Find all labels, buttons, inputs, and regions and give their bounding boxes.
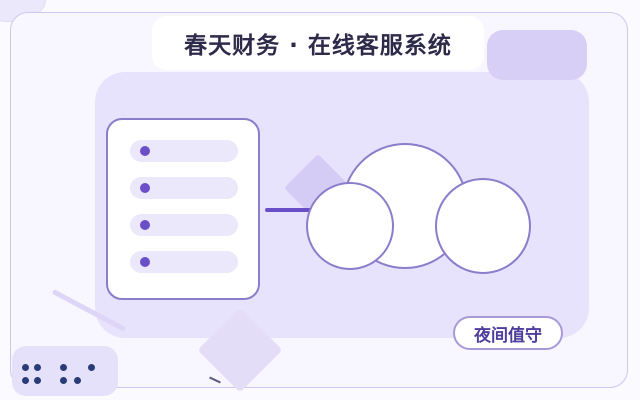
dot (34, 377, 41, 384)
dot (60, 364, 67, 371)
bullet-icon (140, 220, 150, 230)
list-card-icon (106, 118, 260, 300)
dot (74, 377, 81, 384)
connector-line (265, 208, 331, 212)
list-item (130, 214, 238, 236)
list-item (130, 140, 238, 162)
dots-decoration (12, 346, 118, 396)
night-duty-badge: 夜间值守 (453, 316, 563, 350)
list-item (130, 177, 238, 199)
dot (88, 364, 95, 371)
cloud-icon (306, 143, 531, 274)
dot (60, 377, 67, 384)
dot (22, 377, 29, 384)
bullet-icon (140, 183, 150, 193)
page-title: 春天财务 · 在线客服系统 (152, 16, 484, 70)
decorative-pill (487, 30, 587, 80)
list-item (130, 251, 238, 273)
dot (34, 364, 41, 371)
bullet-icon (140, 146, 150, 156)
dot (22, 364, 29, 371)
bullet-icon (140, 257, 150, 267)
